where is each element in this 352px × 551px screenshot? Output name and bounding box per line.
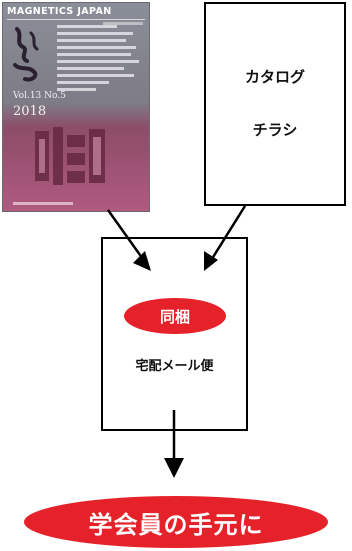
delivery-method-label: 宅配メール便 bbox=[135, 359, 214, 374]
arrow-head-destination bbox=[164, 458, 184, 478]
destination-label: 学会員の手元に bbox=[88, 510, 264, 539]
bundle-badge: 同梱 bbox=[124, 298, 226, 334]
arrow-head-magazine bbox=[133, 251, 151, 271]
magazine-table-of-contents bbox=[57, 25, 143, 95]
flyer-label: チラシ bbox=[252, 121, 298, 139]
mail-package-box: 同梱 宅配メール便 bbox=[101, 237, 248, 431]
catalog-flyer-box: カタログ チラシ bbox=[204, 2, 346, 206]
arrow-magazine-to-mailer bbox=[106, 209, 147, 263]
destination-banner: 学会員の手元に bbox=[24, 496, 328, 548]
magazine-cover-artwork bbox=[35, 127, 105, 185]
magazine-cover: MAGNETICS JAPAN Vol.13 No.5 2018 bbox=[2, 2, 150, 212]
masthead-subtitle-bar bbox=[103, 22, 143, 25]
magazine-publisher-bar bbox=[13, 202, 73, 205]
arrow-head-catalog bbox=[204, 251, 218, 271]
magazine-year: 2018 bbox=[13, 104, 47, 119]
arrow-catalog-to-mailer bbox=[208, 205, 247, 263]
masthead-rule bbox=[7, 19, 145, 20]
magazine-masthead: MAGNETICS JAPAN bbox=[7, 6, 112, 17]
magazine-volume: Vol.13 No.5 bbox=[13, 91, 66, 101]
magazine-logo-calligraphy bbox=[13, 27, 39, 82]
bundle-label: 同梱 bbox=[159, 307, 190, 326]
catalog-label: カタログ bbox=[244, 68, 305, 86]
